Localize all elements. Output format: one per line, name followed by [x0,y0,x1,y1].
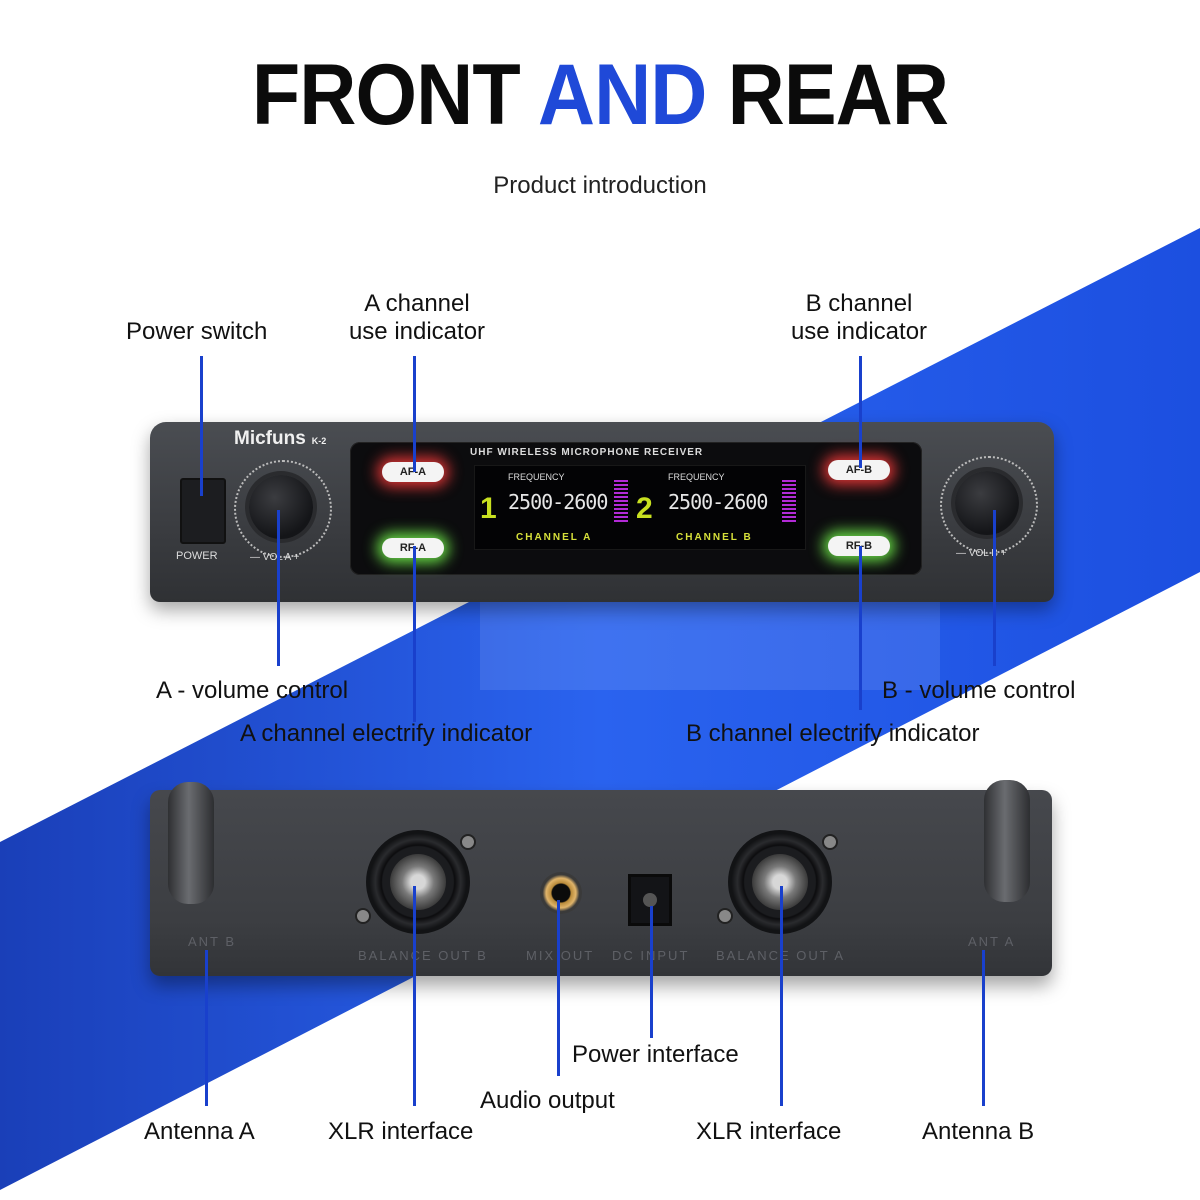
callout-line-power [200,356,203,496]
power-button-label: POWER [176,550,218,562]
label-b-electrify: B channel electrify indicator [686,720,980,747]
callout-line-xlr-left [413,886,416,1106]
volume-b-label: — VOL B + [956,548,1007,559]
frequency-a-value: 2500-2600 [508,490,608,514]
volume-b-scale [940,456,1038,554]
label-xlr-left: XLR interface [328,1118,474,1145]
callout-line-xlr-right [780,886,783,1106]
label-a-channel-use-line2: use indicator [348,318,486,345]
audio-output-jack [540,872,582,914]
title-front: FRONT [251,47,521,143]
af-b-indicator: AF-B [828,460,890,480]
page-subtitle: Product introduction [493,172,707,199]
signal-b-bars [782,480,796,522]
label-a-electrify: A channel electrify indicator [240,720,533,747]
label-b-channel-use-line1: B channel [805,290,913,317]
channel-a-number: 1 [480,492,497,525]
rear-label-balance-a: BALANCE OUT A [716,948,846,963]
channel-b-number: 2 [636,492,653,525]
label-power-interface: Power interface [572,1041,739,1068]
callout-line-b-volume [993,510,996,666]
channel-b-label: CHANNEL B [676,532,753,543]
channel-a-label: CHANNEL A [516,532,593,543]
label-xlr-right: XLR interface [696,1118,842,1145]
callout-line-b-electrify [859,546,862,710]
frequency-a-label: FREQUENCY [508,472,565,482]
model-name: K-2 [311,436,327,446]
rear-label-dc-input: DC INPUT [612,948,690,963]
power-button[interactable] [180,478,226,544]
brand-name: Micfuns [234,428,306,449]
label-power-switch: Power switch [126,318,268,345]
rear-label-mix-out: MIX OUT [526,948,595,963]
volume-a-scale [234,460,332,558]
label-b-volume: B - volume control [882,677,1076,704]
volume-b-knob[interactable] [955,471,1019,535]
label-a-channel-use-line1: A channel [364,290,470,317]
frequency-b-label: FREQUENCY [668,472,725,482]
frequency-b-value: 2500-2600 [668,490,768,514]
title-and: AND [537,47,708,143]
label-b-channel-use: B channel use indicator [774,290,944,346]
volume-a-knob[interactable] [249,475,313,539]
callout-line-power-interface [650,906,653,1038]
label-a-volume: A - volume control [156,677,349,704]
xlr-screw-right-bottom [717,908,733,924]
lcd-screen [474,465,806,550]
callout-line-a-electrify [413,546,416,722]
callout-line-b-use [859,356,862,468]
receiver-rear-panel [150,790,1052,976]
label-audio-output: Audio output [480,1087,615,1114]
label-antenna-a: Antenna A [144,1118,255,1145]
antenna-b-connector [984,780,1030,902]
rear-label-ant-a: ANT A [968,934,1016,949]
brand-logo: Micfuns K-2 [234,428,326,450]
volume-a-label: — VOL A + [250,552,300,563]
page-title: FRONT AND REAR [48,52,1152,138]
rear-label-balance-b: BALANCE OUT B [358,948,488,963]
antenna-a-connector [168,782,214,904]
rear-label-ant-b: ANT B [188,934,237,949]
callout-line-a-use [413,356,416,472]
callout-line-a-volume [277,510,280,666]
label-a-channel-use: A channel use indicator [332,290,502,346]
display-header: UHF WIRELESS MICROPHONE RECEIVER [470,447,704,458]
label-antenna-b: Antenna B [922,1118,1035,1145]
xlr-pins-left [390,854,446,910]
title-rear: REAR [727,47,949,143]
label-b-channel-use-line2: use indicator [790,318,928,345]
xlr-screw-right-top [822,834,838,850]
signal-a-bars [614,480,628,522]
callout-line-audio-output [557,900,560,1076]
xlr-screw-left-top [460,834,476,850]
af-a-indicator: AF-A [382,462,444,482]
callout-line-antenna-b [982,950,985,1106]
xlr-screw-left-bottom [355,908,371,924]
callout-line-antenna-a [205,950,208,1106]
